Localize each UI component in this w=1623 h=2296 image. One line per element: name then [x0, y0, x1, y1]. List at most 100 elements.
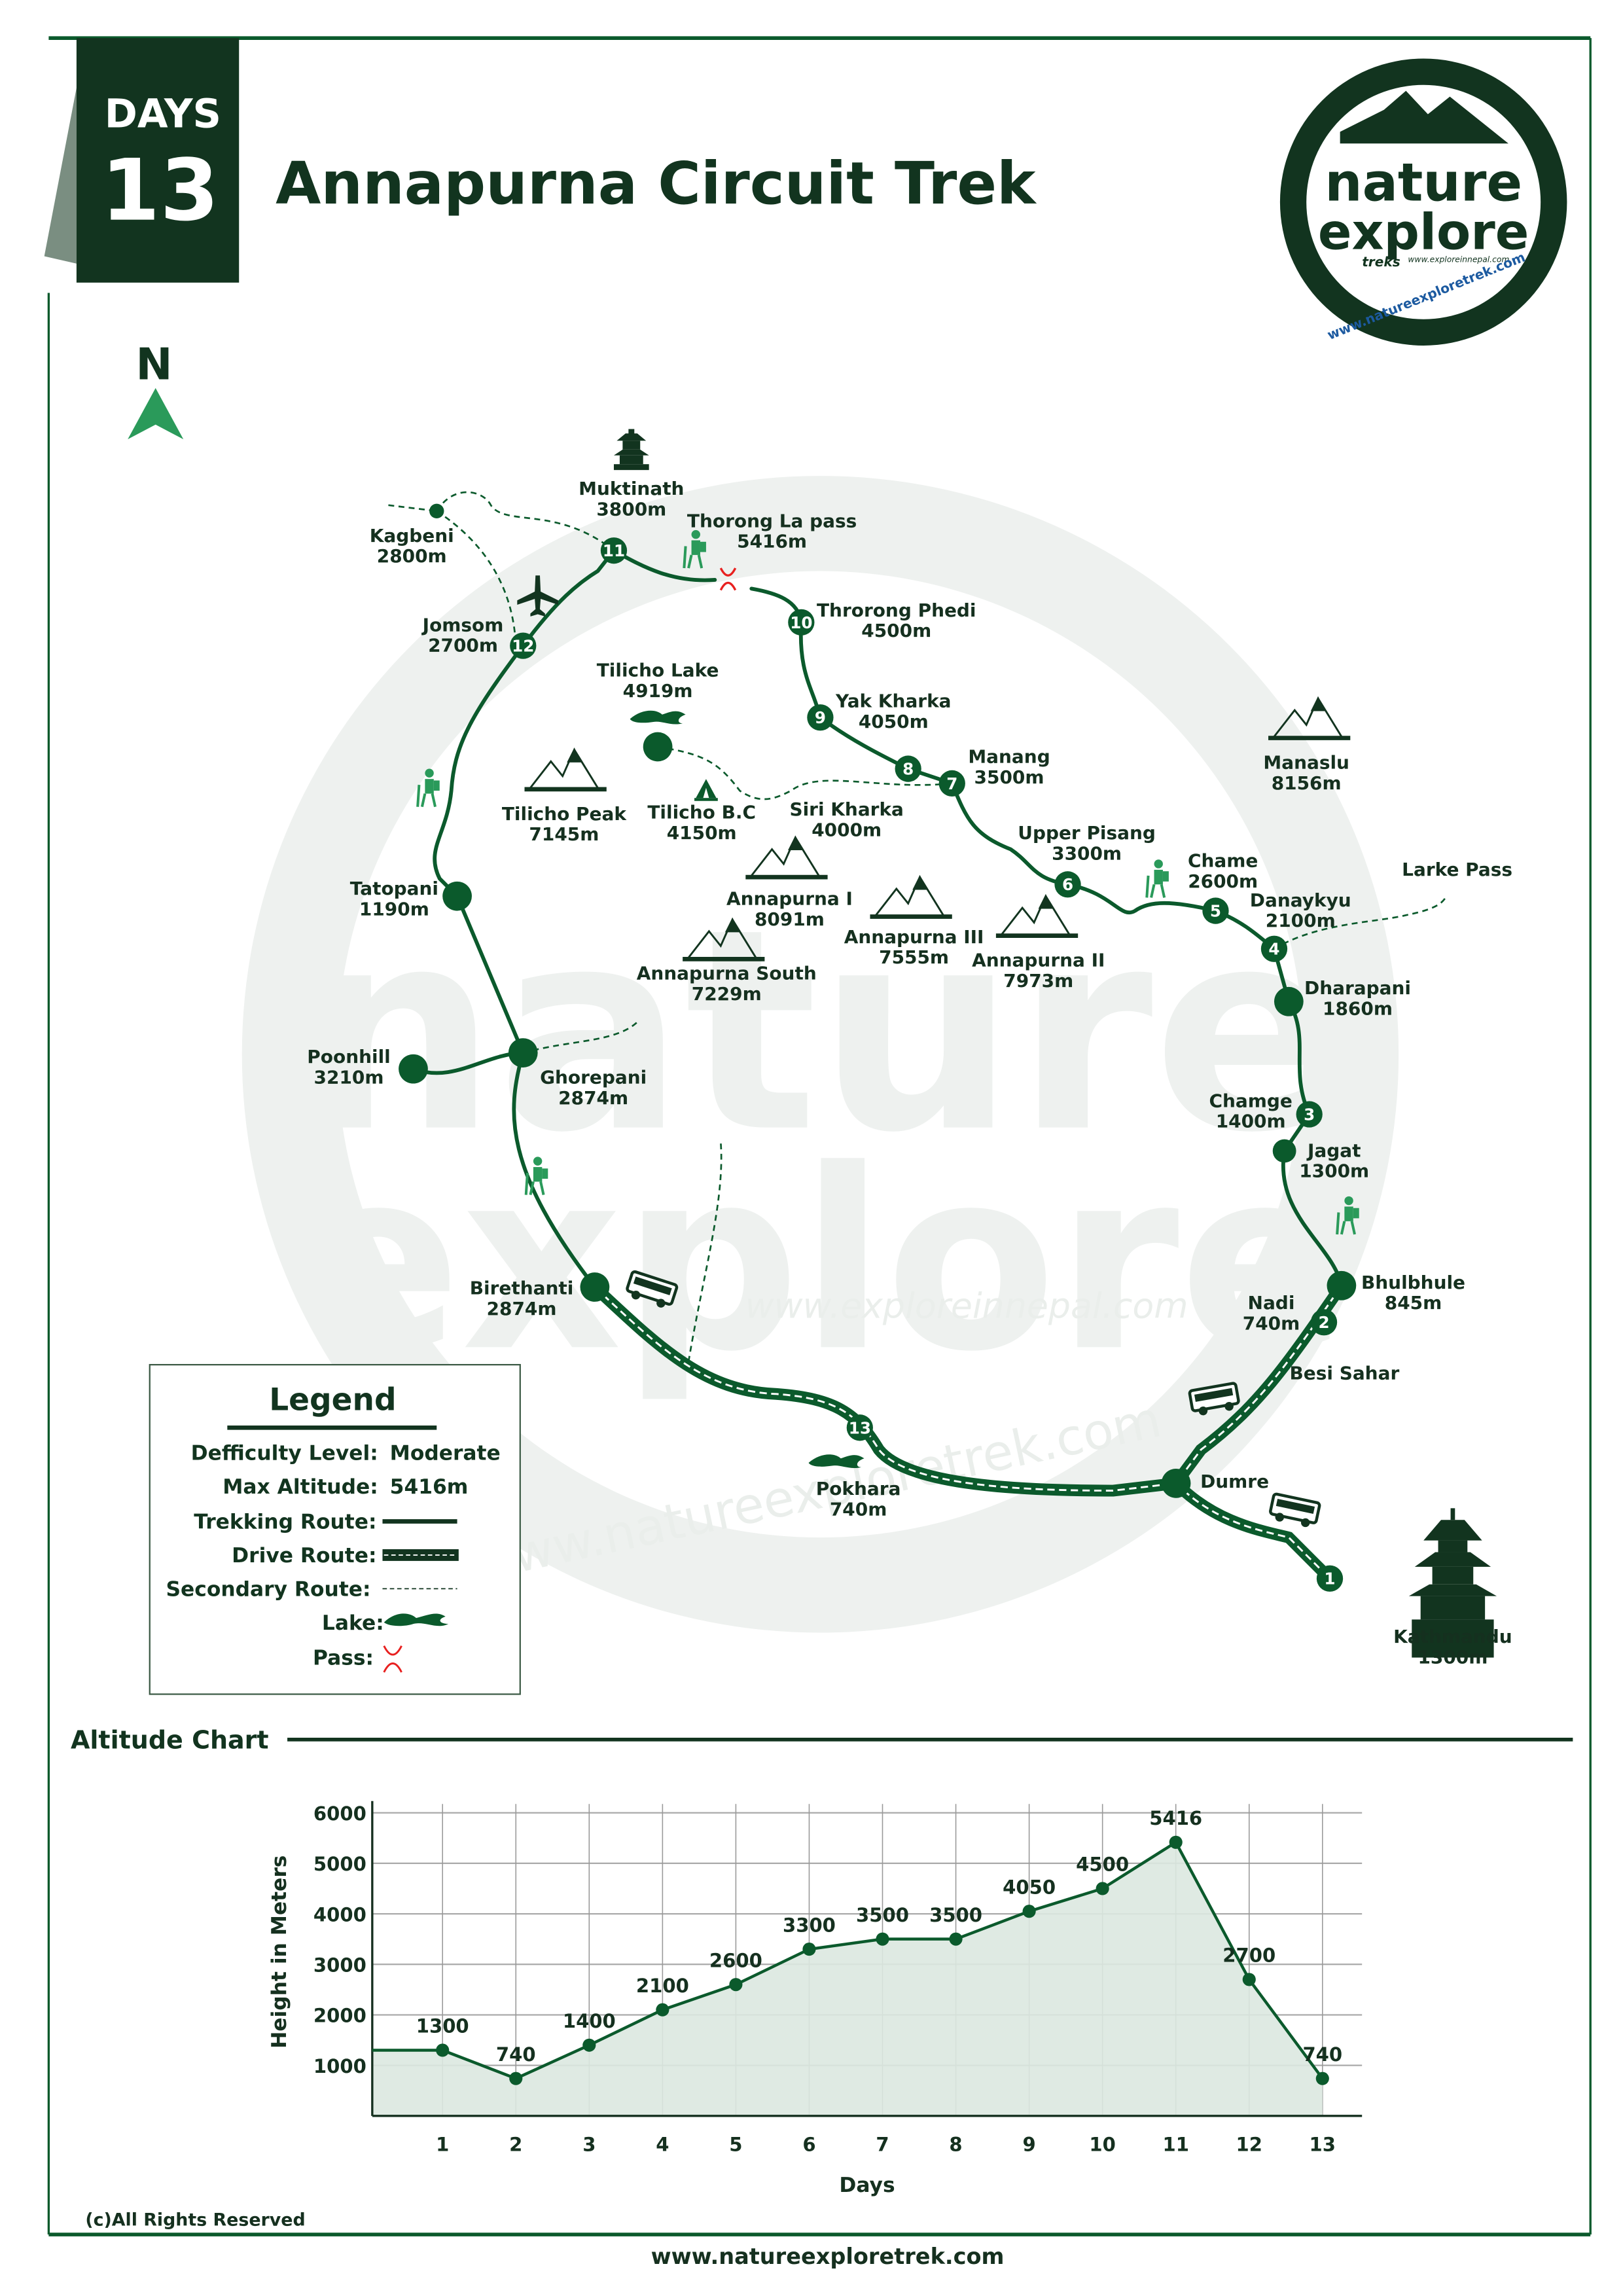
legend-difficulty-value: Moderate	[390, 1442, 501, 1465]
place-altitude: 4150m	[667, 822, 737, 844]
watermark: nature explore www.exploreinnepal.com ww…	[241, 476, 1399, 1633]
place-altitude: 2874m	[487, 1298, 557, 1319]
place-name: Muktinath	[579, 478, 684, 499]
place-name: Larke Pass	[1402, 859, 1512, 880]
pass-icon	[719, 567, 737, 591]
place-name: Tilicho Lake	[597, 660, 719, 681]
place-name: Nadi	[1248, 1292, 1295, 1314]
place-name: Annapurna I	[726, 888, 853, 910]
day-marker-number: 9	[815, 708, 826, 727]
day-marker-number: 4	[1268, 940, 1279, 959]
watermark-line2: explore	[293, 1116, 1348, 1406]
day-marker-number: 3	[1304, 1105, 1315, 1124]
legend-title: Legend	[269, 1382, 396, 1418]
page-frame	[47, 36, 1592, 2236]
place-name: Danaykyu	[1250, 889, 1351, 911]
place-altitude: 8156m	[1272, 772, 1342, 794]
place-altitude: 3500m	[974, 766, 1044, 788]
place-name: Bhulbhule	[1361, 1272, 1465, 1293]
compass-label: N	[135, 338, 172, 389]
y-tick-label: 2000	[313, 2005, 366, 2027]
place-name: Ghorepani	[540, 1067, 647, 1088]
data-point	[802, 1943, 816, 1956]
legend-pass-label: Pass:	[313, 1647, 374, 1670]
place-altitude: 3210m	[314, 1067, 384, 1088]
x-tick-label: 12	[1236, 2134, 1262, 2156]
day-marker-number: 13	[849, 1418, 871, 1437]
data-point	[729, 1978, 743, 1992]
hiker-icon	[416, 768, 440, 808]
place-altitude: 1300m	[1299, 1160, 1369, 1182]
y-tick-label: 4000	[313, 1903, 366, 1926]
day-marker-number: 8	[902, 760, 914, 779]
hiker-icon	[1145, 859, 1169, 898]
y-tick-label: 5000	[313, 1853, 366, 1875]
place-altitude: 2874m	[558, 1087, 628, 1109]
legend-box: Legend Defficulty Level: Moderate Max Al…	[149, 1363, 521, 1695]
place-name: Annapurna II	[972, 950, 1105, 971]
place-name: Birethanti	[470, 1278, 574, 1299]
data-point	[1096, 1882, 1109, 1895]
place-name: Dumre	[1200, 1471, 1269, 1492]
data-point	[1022, 1905, 1036, 1918]
footer-url[interactable]: www.natureexploretrek.com	[651, 2244, 1005, 2269]
place-name: Manaslu	[1263, 752, 1349, 774]
day-marker: 6	[1054, 871, 1081, 898]
days-count: 13	[101, 141, 219, 240]
mountain-icon	[995, 893, 1079, 938]
mountain-icon	[745, 835, 828, 880]
hiker-icon	[524, 1157, 548, 1196]
drive-route	[588, 1280, 1347, 1585]
data-label: 5416	[1149, 1807, 1202, 1829]
place-name: Pokhara	[816, 1478, 901, 1499]
place-name: Throrong Phedi	[817, 600, 976, 621]
x-tick-label: 11	[1162, 2134, 1188, 2156]
day-marker-number: 10	[790, 613, 812, 632]
place-altitude: 7555m	[879, 946, 949, 968]
x-tick-label: 1	[436, 2134, 449, 2156]
legend-trek-label: Trekking Route:	[194, 1511, 376, 1534]
pagoda-icon	[1408, 1508, 1497, 1658]
day-marker: 10	[788, 609, 815, 636]
day-marker-number: 6	[1062, 875, 1073, 894]
place-name: Upper Pisang	[1018, 822, 1156, 844]
data-label: 2100	[636, 1975, 689, 1997]
logo-line1: nature	[1325, 152, 1522, 213]
day-marker: 9	[807, 704, 834, 731]
day-marker: 11	[600, 537, 628, 564]
place-name: Jomsom	[421, 614, 504, 636]
x-tick-label: 5	[729, 2134, 742, 2156]
mountain-icon	[683, 917, 765, 961]
data-point	[436, 2043, 450, 2057]
data-label: 4050	[1003, 1876, 1056, 1898]
data-point	[1242, 1973, 1256, 1986]
x-tick-label: 9	[1022, 2134, 1035, 2156]
mountain-icon	[1268, 696, 1351, 740]
day-marker: 5	[1202, 897, 1229, 924]
day-marker: 4	[1260, 935, 1288, 962]
place-altitude: 1400m	[1216, 1111, 1286, 1132]
bus-icon	[1269, 1492, 1321, 1528]
place-altitude: 4919m	[623, 680, 693, 702]
data-label: 1300	[416, 2015, 469, 2037]
data-point	[656, 2003, 669, 2017]
place-name: Chamge	[1209, 1090, 1292, 1111]
place-altitude: 7229m	[692, 983, 762, 1005]
hiker-icon	[1336, 1196, 1359, 1235]
x-tick-label: 13	[1310, 2134, 1336, 2156]
